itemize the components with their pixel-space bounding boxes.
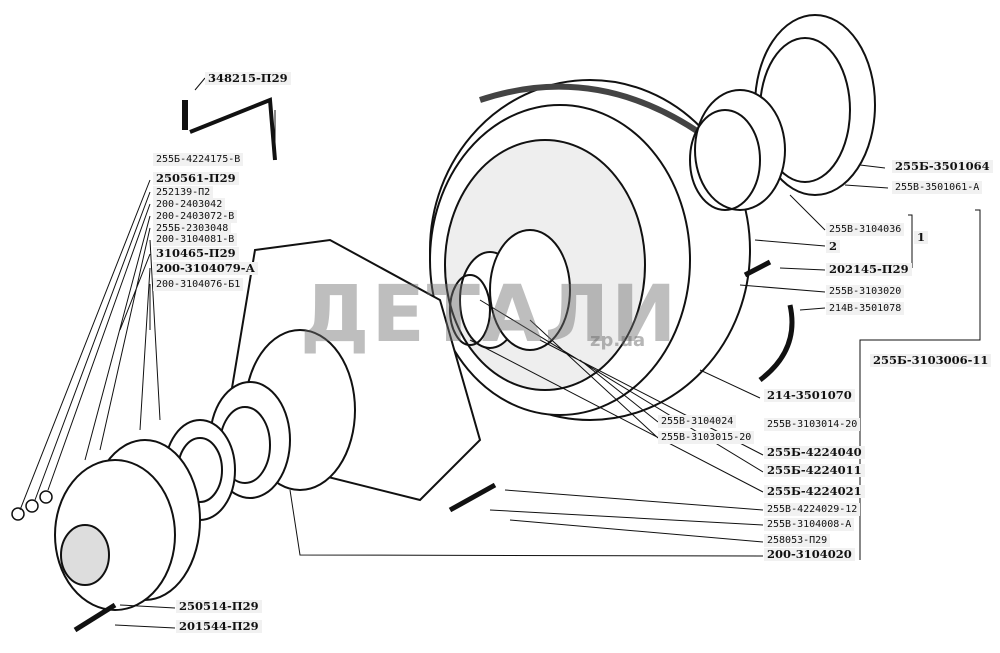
watermark-domain: zp.ua (590, 330, 646, 351)
part-label: 255Б-4224021 (764, 485, 865, 498)
part-label: 200-2403042 (153, 198, 226, 211)
leader-lines (19, 77, 981, 629)
bearings (449, 229, 571, 351)
part-label: 255В-3501061-А (892, 181, 983, 194)
part-label: 250561-П29 (153, 172, 239, 185)
part-label: 255Б-2303048 (153, 222, 232, 235)
part-label: 1 (914, 231, 929, 244)
part-label: 200-3104076-Б1 (153, 278, 244, 291)
part-label: 200-3104079-А (153, 262, 258, 275)
part-label: 200-2403072-В (153, 210, 238, 223)
part-label: 348215-П29 (205, 72, 291, 85)
part-label: 255Б-4224040 (764, 446, 865, 459)
part-label: 258053-П29 (764, 534, 831, 547)
part-label: 200-3104020 (764, 548, 855, 561)
part-label: 255В-3103020 (826, 285, 905, 298)
part-label: 255Б-3501064 (892, 160, 993, 173)
part-label: 255Б-3103006-11 (870, 354, 992, 367)
part-label: 200-3104081-В (153, 233, 238, 246)
part-label: 201544-П29 (176, 620, 262, 633)
hub-cap-flange (54, 439, 201, 611)
nuts (11, 490, 53, 521)
part-label: 255Б-4224011 (764, 464, 865, 477)
part-label: 255В-3104008-А (764, 518, 855, 531)
bolts (73, 97, 795, 633)
part-label: 214В-3501078 (826, 302, 905, 315)
part-label: 255В-3104036 (826, 223, 905, 236)
part-label: 255Б-4224175-В (153, 153, 244, 166)
part-label: 214-3501070 (764, 389, 855, 402)
part-label: 255В-3104024 (658, 415, 737, 428)
part-label: 250514-П29 (176, 600, 262, 613)
part-label: 310465-П29 (153, 247, 239, 260)
part-label: 255В-3103014-20 (764, 418, 861, 431)
part-label: 202145-П29 (826, 263, 912, 276)
watermark-logo: ДЕТАЛИ (300, 270, 679, 360)
part-label: 2 (826, 240, 841, 253)
part-label: 252139-П2 (153, 186, 214, 199)
shield-ring (689, 14, 876, 211)
part-label: 255В-4224029-12 (764, 503, 861, 516)
part-label: 255В-3103015-20 (658, 431, 755, 444)
